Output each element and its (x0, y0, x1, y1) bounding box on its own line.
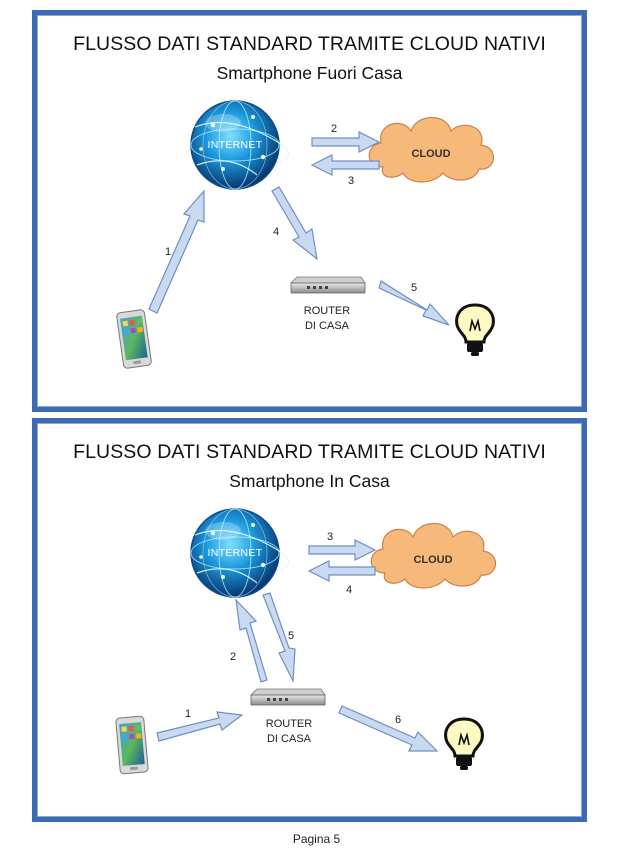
cloud-icon: CLOUD (370, 522, 497, 589)
internet-label: INTERNET (208, 139, 263, 151)
page-number: Pagina 5 (292, 832, 341, 846)
step-label-6: 6 (395, 714, 401, 726)
cloud-label: CLOUD (411, 148, 450, 160)
arrow-6 (338, 705, 439, 752)
light-bulb-icon (444, 717, 484, 772)
step-label-1: 1 (185, 708, 191, 720)
step-label-4: 4 (273, 226, 279, 238)
flow-diagram: INTERNET CLOUD ROUTER DI CASA 1 (115, 100, 495, 370)
cloud-icon: CLOUD (368, 116, 495, 183)
arrow-3 (310, 154, 380, 176)
arrow-4 (271, 186, 318, 261)
router-icon (290, 276, 366, 294)
step-label-2: 2 (331, 123, 337, 135)
step-label-5: 5 (411, 282, 417, 294)
internet-label: INTERNET (208, 547, 263, 559)
arrow-5 (262, 592, 296, 684)
panel-title: FLUSSO DATI STANDARD TRAMITE CLOUD NATIV… (73, 441, 546, 463)
flow-arrows (148, 131, 450, 326)
arrow-5 (378, 280, 450, 326)
step-label-2: 2 (230, 651, 236, 663)
internet-globe-icon: INTERNET (190, 508, 290, 598)
panel-fuori-casa: FLUSSO DATI STANDARD TRAMITE CLOUD NATIV… (32, 10, 587, 412)
arrow-1 (156, 711, 244, 742)
panel-subtitle: Smartphone In Casa (229, 471, 390, 491)
step-label-3: 3 (327, 531, 333, 543)
smartphone-icon (115, 308, 153, 370)
smartphone-icon (115, 715, 149, 775)
step-label-1: 1 (165, 246, 171, 258)
internet-globe-icon: INTERNET (190, 100, 290, 190)
panel-title: FLUSSO DATI STANDARD TRAMITE CLOUD NATIV… (73, 33, 546, 55)
router-icon (250, 688, 326, 706)
arrow-2 (311, 131, 381, 153)
arrow-1 (148, 189, 205, 314)
arrow-4 (307, 560, 376, 582)
router-label-line1: ROUTER (266, 718, 313, 730)
light-bulb-icon (455, 303, 495, 358)
router-label-line2: DI CASA (305, 320, 350, 332)
cloud-label: CLOUD (413, 554, 452, 566)
step-label-4: 4 (346, 584, 352, 596)
flow-diagram: INTERNET CLOUD ROUTER DI CASA (115, 508, 497, 775)
flow-arrows (156, 539, 439, 752)
router-label-line1: ROUTER (304, 305, 351, 317)
arrow-3 (308, 539, 377, 561)
panel-subtitle: Smartphone Fuori Casa (216, 63, 403, 83)
step-label-5: 5 (288, 630, 294, 642)
panel-in-casa: FLUSSO DATI STANDARD TRAMITE CLOUD NATIV… (32, 418, 587, 822)
arrow-2 (235, 598, 268, 683)
router-label-line2: DI CASA (267, 733, 312, 745)
step-label-3: 3 (348, 175, 354, 187)
